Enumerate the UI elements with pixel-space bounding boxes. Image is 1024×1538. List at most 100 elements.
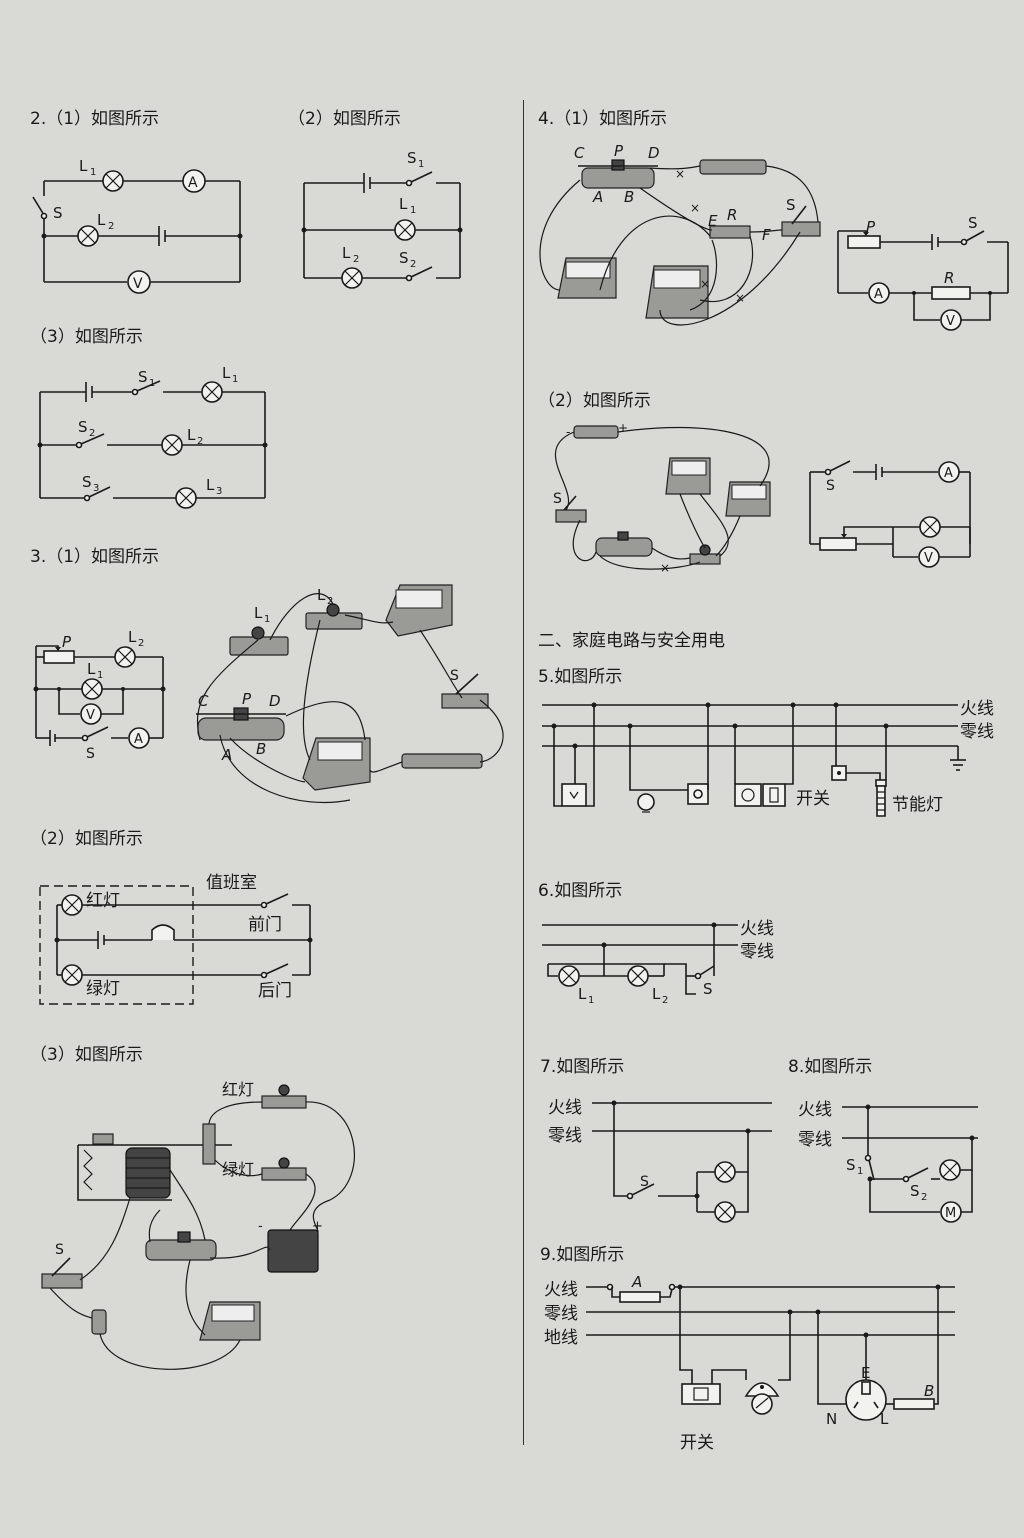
q2b-label-l2: L	[342, 244, 351, 262]
q2-label-l2: L	[97, 211, 106, 229]
svg-text:R: R	[944, 269, 954, 287]
svg-text:×: ×	[660, 561, 670, 575]
svg-text:L: L	[254, 604, 263, 622]
q3-term-d: D	[269, 692, 281, 710]
svg-text:+: +	[618, 421, 628, 435]
svg-text:1: 1	[232, 374, 238, 385]
q3-part1-heading: 3.（1）如图所示	[30, 547, 160, 567]
svg-text:A: A	[944, 466, 953, 481]
q5-live-label: 火线	[960, 699, 994, 719]
q5-switch-label: 开关	[796, 789, 830, 809]
q4-term-b: B	[624, 188, 634, 206]
svg-text:2: 2	[108, 221, 114, 232]
svg-text:S: S	[826, 478, 835, 494]
svg-text:L: L	[87, 660, 96, 678]
q8-live-label: 火线	[798, 1100, 832, 1120]
svg-text:S: S	[968, 214, 978, 232]
q2-label-s: S	[53, 204, 63, 222]
section-2-heading: 二、家庭电路与安全用电	[538, 631, 725, 651]
q9-switch-label: 开关	[680, 1433, 714, 1453]
svg-text:S: S	[553, 491, 562, 507]
svg-text:2: 2	[353, 254, 359, 265]
svg-text:×: ×	[675, 167, 685, 181]
svg-text:2: 2	[89, 428, 95, 439]
q3-term-a: A	[221, 746, 232, 764]
q9-circuit: A B E N L	[586, 1273, 955, 1428]
q5-circuit	[542, 702, 966, 817]
svg-text:2: 2	[662, 995, 668, 1006]
back-door-label: 后门	[258, 981, 292, 1001]
q9-neutral-label: 零线	[544, 1304, 578, 1324]
q7-neutral-label: 零线	[548, 1126, 582, 1146]
q9-fuse-a: A	[631, 1273, 642, 1291]
svg-text:S: S	[846, 1156, 856, 1174]
svg-text:V: V	[946, 314, 955, 329]
svg-text:S: S	[450, 668, 459, 684]
svg-text:3: 3	[93, 483, 99, 494]
svg-text:S: S	[138, 368, 148, 386]
q6-heading: 6.如图所示	[538, 881, 623, 901]
q4-term-s: S	[786, 196, 796, 214]
svg-text:A: A	[134, 732, 143, 747]
q2b-label-l1: L	[399, 195, 408, 213]
q2b-label-s2: S	[399, 249, 409, 267]
q3-part3-heading: （3）如图所示	[30, 1045, 143, 1065]
svg-text:×: ×	[735, 291, 745, 305]
q4-term-p: P	[614, 142, 624, 160]
q4-term-c: C	[574, 144, 585, 162]
q2-part1-heading: 2.（1）如图所示	[30, 109, 160, 129]
svg-text:×: ×	[690, 201, 700, 215]
svg-text:L: L	[128, 628, 137, 646]
svg-text:S: S	[82, 473, 92, 491]
svg-text:2: 2	[327, 596, 333, 607]
svg-text:1: 1	[97, 670, 103, 681]
q4-part1-heading: 4.（1）如图所示	[538, 109, 668, 129]
q4-term-f: F	[762, 226, 771, 244]
q9-fuse-b: B	[924, 1382, 934, 1400]
q4-part1-physical: × × × × C P D A B E R F S	[539, 142, 821, 326]
svg-text:1: 1	[418, 159, 424, 170]
q7-live-label: 火线	[548, 1098, 582, 1118]
svg-text:2: 2	[410, 259, 416, 270]
duty-room-label: 值班室	[206, 873, 257, 893]
svg-text:S: S	[78, 418, 88, 436]
svg-text:-: -	[258, 1219, 263, 1234]
red-light-label: 红灯	[86, 891, 120, 911]
q8-motor-label: M	[945, 1206, 956, 1221]
q4-term-a: A	[592, 188, 603, 206]
svg-text:L: L	[578, 985, 587, 1003]
svg-text:L: L	[187, 426, 196, 444]
q4-part2-physical: -+ × S	[553, 421, 771, 575]
svg-text:1: 1	[149, 378, 155, 389]
q3-term-b: B	[256, 740, 266, 758]
green-light-label-2: 绿灯	[222, 1160, 255, 1179]
svg-text:1: 1	[264, 614, 270, 625]
green-light-label: 绿灯	[86, 979, 120, 999]
svg-text:V: V	[924, 551, 933, 566]
svg-text:V: V	[133, 276, 143, 292]
q9-live-label: 火线	[544, 1280, 578, 1300]
svg-text:+: +	[312, 1219, 323, 1234]
svg-text:P: P	[62, 633, 72, 651]
svg-text:S: S	[640, 1174, 649, 1190]
q5-heading: 5.如图所示	[538, 667, 623, 687]
column-divider	[523, 100, 524, 1445]
q4-term-r: R	[727, 206, 737, 224]
svg-text:V: V	[86, 708, 95, 723]
svg-text:S: S	[55, 1242, 64, 1258]
svg-text:L: L	[652, 985, 661, 1003]
q4-part2-heading: （2）如图所示	[538, 391, 651, 411]
svg-text:S: S	[86, 746, 95, 762]
q4-part1-schematic: A V P S R	[837, 214, 1009, 331]
svg-text:3: 3	[216, 486, 222, 497]
svg-text:S: S	[910, 1182, 920, 1200]
svg-text:1: 1	[90, 167, 96, 178]
svg-text:L: L	[317, 586, 326, 604]
q3-part2-circuit	[39, 885, 313, 1005]
svg-text:1: 1	[588, 995, 594, 1006]
svg-text:S: S	[703, 980, 713, 998]
